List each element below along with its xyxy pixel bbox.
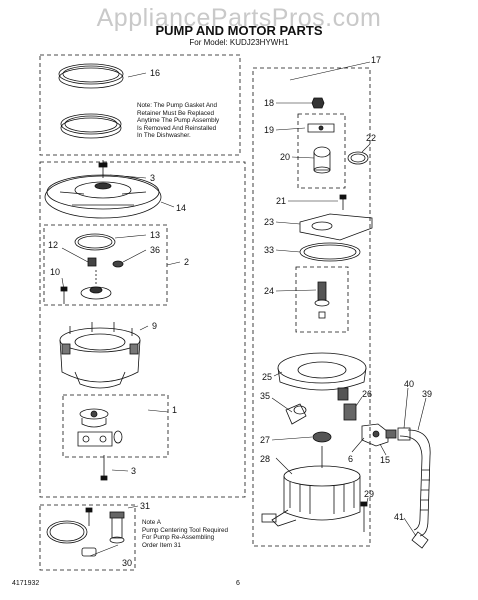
left-assembly-frame <box>39 161 246 498</box>
centering-tool-frame <box>39 504 136 571</box>
callout-3-bottom: 3 <box>131 466 136 476</box>
model-number: For Model: KUDJ23HYWH1 <box>189 38 289 47</box>
callout-14: 14 <box>176 203 186 213</box>
elbow-35 <box>285 403 307 425</box>
ring-22 <box>347 151 369 165</box>
callout-41: 41 <box>394 512 404 522</box>
hose-39 <box>399 429 431 537</box>
lower-bracket <box>77 430 123 447</box>
callout-33: 33 <box>264 245 274 255</box>
screw-29 <box>360 501 368 532</box>
pump-housing-9 <box>59 322 141 389</box>
callout-21: 21 <box>276 196 286 206</box>
callout-13: 13 <box>150 230 160 240</box>
gasket-group-frame <box>39 54 241 156</box>
callout-25: 25 <box>262 372 272 382</box>
lower-seal-frame <box>62 394 169 458</box>
callout-28: 28 <box>260 454 270 464</box>
callout-36: 36 <box>150 245 160 255</box>
motor-assembly-frame <box>252 67 371 547</box>
bracket-19 <box>307 123 335 133</box>
impeller-hub <box>80 270 112 300</box>
callout-22: 22 <box>366 133 376 143</box>
clip-26 <box>343 403 357 421</box>
callout-24: 24 <box>264 286 274 296</box>
document-number: 4171932 <box>12 580 40 587</box>
gasket-note: Note: The Pump Gasket And Retainer Must … <box>137 102 220 140</box>
coupling-20 <box>313 146 331 174</box>
tool-screw <box>85 507 93 526</box>
callout-1: 1 <box>172 405 177 415</box>
callout-2: 2 <box>184 257 189 267</box>
callout-16: 16 <box>150 68 160 78</box>
callout-26: 26 <box>362 389 372 399</box>
centering-tool-31 <box>109 511 125 544</box>
screw-21 <box>339 194 347 210</box>
gasket-30 <box>46 520 88 544</box>
callout-12: 12 <box>48 240 58 250</box>
page-number: 6 <box>236 580 240 587</box>
callout-6: 6 <box>348 454 353 464</box>
pump-gasket-16 <box>58 63 124 89</box>
watermark: AppliancePartsPros.com <box>96 4 382 32</box>
seal-group-frame <box>295 266 349 333</box>
callout-18: 18 <box>264 98 274 108</box>
nut-12 <box>87 257 97 267</box>
callout-35: 35 <box>260 391 270 401</box>
callout-labels: 16 17 18 19 20 22 3 21 14 23 13 12 36 33… <box>48 55 432 568</box>
callout-9: 9 <box>152 321 157 331</box>
callout-40: 40 <box>404 379 414 389</box>
plate-23 <box>299 213 373 241</box>
gasket-33 <box>299 242 361 262</box>
callout-19: 19 <box>264 125 274 135</box>
callout-30: 30 <box>122 558 132 568</box>
callout-20: 20 <box>280 152 290 162</box>
spring-seal-1 <box>79 408 109 428</box>
callout-23: 23 <box>264 217 274 227</box>
washer-36 <box>112 260 124 268</box>
callout-10: 10 <box>50 267 60 277</box>
valve-15 <box>361 423 397 447</box>
pump-cover-14 <box>44 174 162 219</box>
o-ring-small <box>81 547 97 557</box>
clamp-41 <box>411 531 429 549</box>
callout-39: 39 <box>422 389 432 399</box>
shaft-seal-24 <box>314 281 330 319</box>
callout-27: 27 <box>260 435 270 445</box>
motor-28 <box>261 446 361 527</box>
seal-27 <box>312 431 332 443</box>
motor-mount-25 <box>277 352 367 401</box>
nut-18 <box>311 97 325 109</box>
callout-29: 29 <box>364 489 374 499</box>
diagram-title: PUMP AND MOTOR PARTS <box>155 23 323 38</box>
callout-31: 31 <box>140 501 150 511</box>
callout-15: 15 <box>380 455 390 465</box>
gasket-retainer <box>60 113 122 139</box>
seal-ring-13 <box>74 233 116 251</box>
leader-lines <box>61 61 427 557</box>
callout-3-top: 3 <box>150 173 155 183</box>
lower-screw-3 <box>100 455 108 481</box>
centering-tool-note: Note A Pump Centering Tool Required For … <box>142 519 228 549</box>
callout-17: 17 <box>371 55 381 65</box>
upper-bracket-frame <box>297 113 346 189</box>
